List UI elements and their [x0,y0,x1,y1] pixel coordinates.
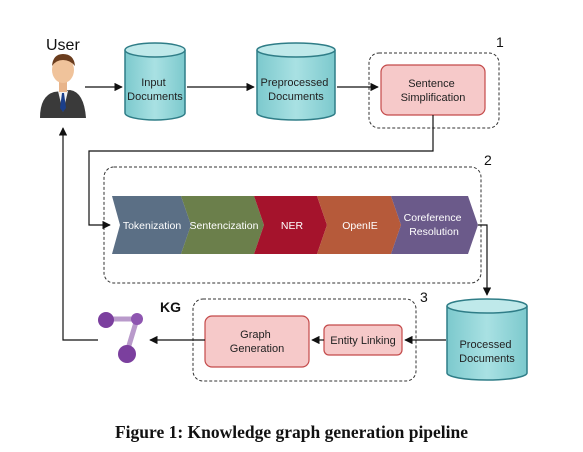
processed-db-label-2: Documents [459,353,515,365]
arrow-coreference-to-processed [478,224,492,296]
entity-linking-label: Entity Linking [330,335,395,347]
sentencization-chevron [181,196,264,254]
figure-caption: Figure 1: Knowledge graph generation pip… [114,422,469,442]
svg-text:Graph Generation: Graph Generation [230,329,284,355]
preprocessed-db-label-1: Preprocessed [261,77,329,89]
arrow-simplification-to-tokenization [88,115,434,230]
sentence-simplification-label-2: Simplification [401,92,466,104]
entity-linking-box: Entity Linking [323,324,403,356]
svg-text:Processed Documents: Processed Documents [459,339,515,365]
ner-label: NER [281,220,304,232]
user-label: User [46,37,80,54]
sentence-simplification-box: Sentence Simplification [380,64,486,116]
coreference-label-1: Coreference [404,212,462,224]
kg-label: KG [160,299,181,315]
graph-generation-label-1: Graph [240,329,271,341]
svg-text:Sentence Simplification: Sentence Simplification [401,78,466,104]
input-db-label-1: Input [141,77,165,89]
stage-3-number: 3 [420,289,428,305]
graph-generation-box: Graph Generation [204,315,310,368]
openie-chevron [317,196,401,254]
coreference-label-2: Resolution [409,226,459,238]
svg-text:Preprocessed Documents: Preprocessed Documents [261,77,332,103]
processed-db-label-1: Processed [459,339,511,351]
input-db-label-2: Documents [127,91,183,103]
arrow-kg-to-user [58,127,98,341]
knowledge-graph-icon [98,312,143,363]
svg-text:Coreference Resolution: Coreference Resolution [404,212,465,238]
tokenization-chevron [112,196,191,254]
preprocessed-db-label-2: Documents [268,91,324,103]
input-documents-db: Input Documents [124,42,186,121]
openie-label: OpenIE [342,220,378,232]
ner-chevron [254,196,327,254]
stage-1-number: 1 [496,34,504,50]
nlp-chevron-chain: Tokenization Sentencization NER OpenIE C… [112,196,478,254]
sentencization-label: Sentencization [190,220,259,232]
preprocessed-documents-db: Preprocessed Documents [256,42,336,121]
user-icon [40,54,86,118]
stage-2-number: 2 [484,152,492,168]
processed-documents-db: Processed Documents [446,298,528,381]
pipeline-diagram: User Input Documents Preprocessed Docume… [40,34,528,382]
svg-text:Input Documents: Input Documents [127,77,183,103]
tokenization-label: Tokenization [123,220,182,232]
coreference-chevron [391,196,478,254]
sentence-simplification-label-1: Sentence [408,78,454,90]
stage-1-group [368,52,500,129]
graph-generation-label-2: Generation [230,343,284,355]
